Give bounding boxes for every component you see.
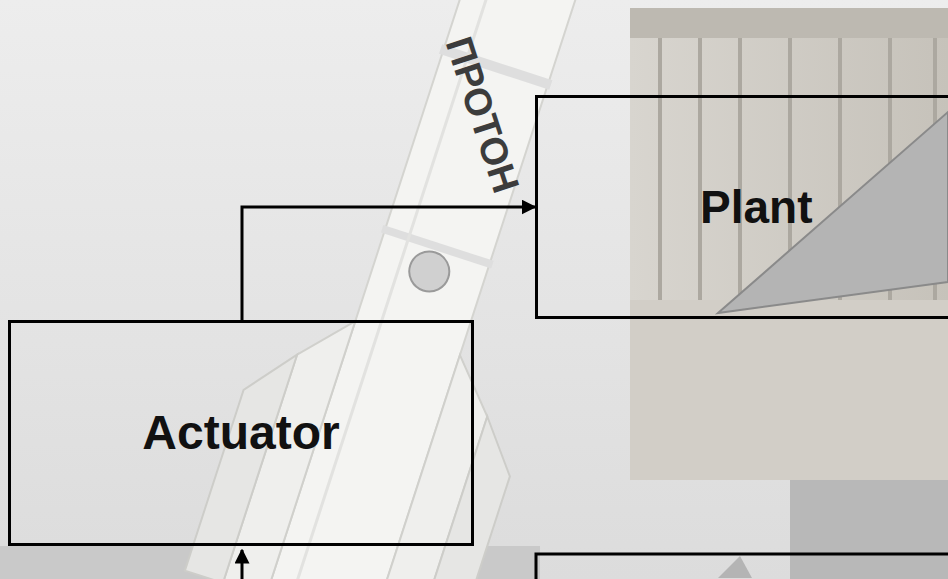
signal-arrow [242, 207, 535, 320]
lower-box [536, 554, 948, 579]
input-arrow [241, 550, 244, 579]
actuator-box: Actuator [8, 320, 474, 546]
callout-triangle [718, 556, 752, 578]
box-label: Plant [700, 182, 812, 233]
building [630, 8, 948, 579]
box-label: Actuator [142, 407, 339, 460]
callout-triangle [718, 112, 948, 313]
rocket-illustration [185, 0, 699, 579]
rocket-lettering: ПРОТОН [437, 32, 528, 198]
plant-box: Plant [535, 95, 948, 319]
